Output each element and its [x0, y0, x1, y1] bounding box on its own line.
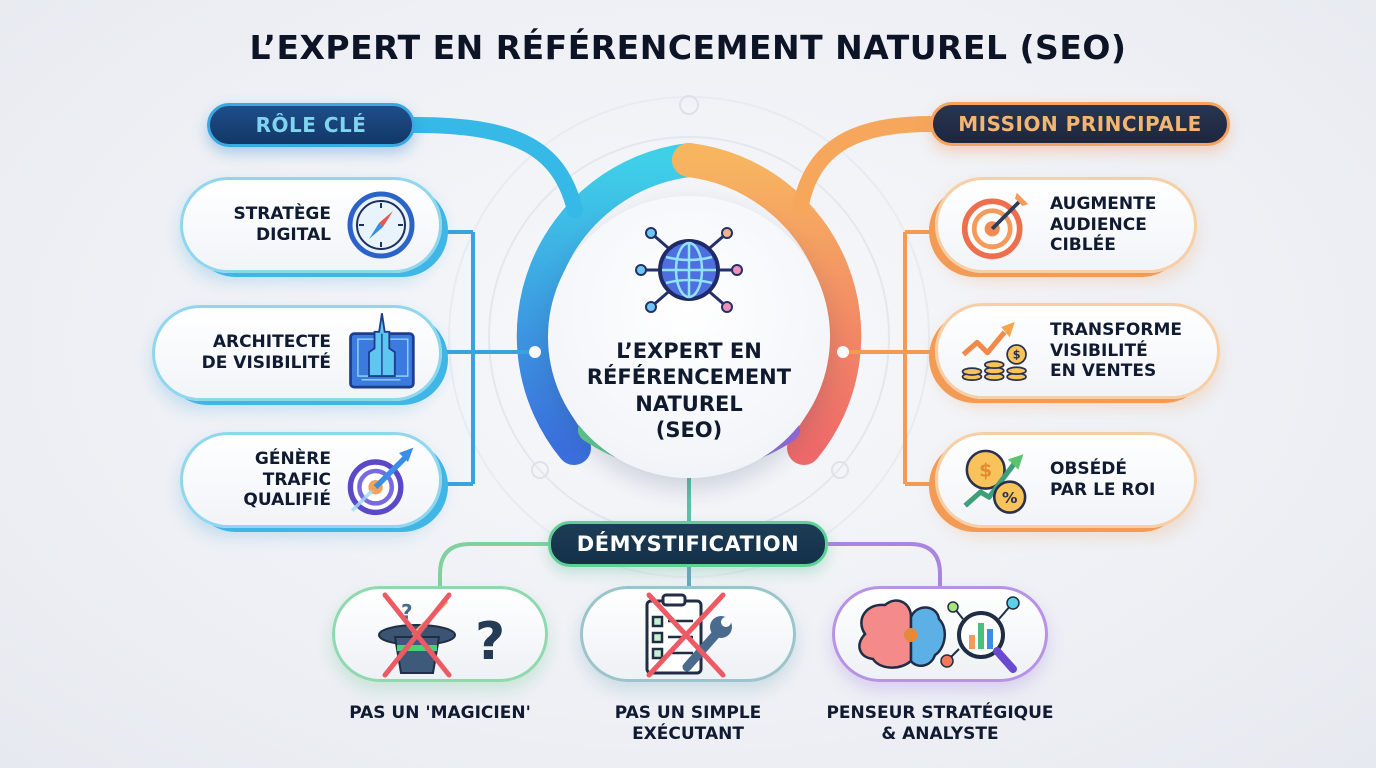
bullseye-dart-icon [960, 189, 1032, 261]
crossed-checklist-wrench-icon [645, 592, 732, 678]
card-line: DIGITAL [256, 225, 331, 245]
crossed-magic-hat-icon: ? ? [378, 592, 505, 678]
card-label: AUGMENTE AUDIENCE CIBLÉE [1050, 194, 1156, 256]
demyst-card-executor [580, 586, 796, 682]
demyst-card-magician: ? ? [332, 586, 548, 682]
mission-header: MISSION PRINCIPALE [930, 102, 1230, 146]
card-line: ARCHITECTE [212, 332, 331, 353]
card-label: ARCHITECTE DE VISIBILITÉ [202, 332, 331, 373]
brain-magnifier-chart-icon [858, 596, 1020, 673]
svg-text:?: ? [475, 612, 505, 672]
demyst-label-executor: PAS UN SIMPLE EXÉCUTANT [570, 703, 806, 746]
mission-card-audience: AUGMENTE AUDIENCE CIBLÉE [935, 177, 1197, 273]
center-line: (SEO) [655, 417, 723, 442]
role-card-architect: ARCHITECTE DE VISIBILITÉ [152, 305, 442, 401]
label-line: PENSEUR STRATÉGIQUE [826, 703, 1054, 723]
card-line: VISIBILITÉ [1050, 340, 1148, 361]
role-card-traffic: GÉNÈRE TRAFIC QUALIFIÉ [180, 432, 442, 528]
skyscraper-blueprint-icon [345, 313, 417, 389]
connector-dot [529, 346, 541, 358]
roi-dollar-percent-icon: $ % [960, 444, 1032, 516]
center-node: L’EXPERT EN RÉFÉRENCEMENT NATUREL (SEO) [548, 196, 830, 478]
center-line: L’EXPERT EN [616, 339, 762, 363]
role-card-strategist: STRATÈGE DIGITAL [180, 177, 442, 273]
connector-dot [837, 346, 849, 358]
mission-card-roi: $ % OBSÉDÉ PAR LE ROI [935, 432, 1197, 528]
page-title: L’EXPERT EN RÉFÉRENCEMENT NATUREL (SEO) [249, 28, 1127, 67]
compass-icon [345, 189, 417, 261]
card-label: GÉNÈRE TRAFIC QUALIFIÉ [243, 449, 331, 511]
demyst-label-analyst: PENSEUR STRATÉGIQUE & ANALYSTE [800, 703, 1080, 746]
center-line: RÉFÉRENCEMENT [586, 365, 792, 390]
card-line: AUGMENTE [1050, 193, 1157, 214]
card-line: AUDIENCE [1050, 214, 1147, 235]
demyst-label-magician: PAS UN 'MAGICIEN' [300, 703, 580, 724]
demyst-card-analyst [832, 586, 1048, 682]
card-line: EN VENTES [1050, 361, 1157, 382]
card-line: DE VISIBILITÉ [201, 353, 331, 373]
role-header: RÔLE CLÉ [207, 103, 415, 147]
card-line: GÉNÈRE [254, 448, 331, 469]
svg-text:$: $ [1013, 349, 1021, 362]
mission-card-sales: $ TRANSFORME VISIBILITÉ EN VENTES [935, 303, 1220, 399]
growth-coins-icon: $ [960, 315, 1032, 387]
svg-text:%: % [1002, 489, 1017, 507]
demystification-header: DÉMYSTIFICATION [548, 521, 828, 567]
card-line: TRANSFORME [1050, 319, 1182, 340]
card-line: OBSÉDÉ [1050, 459, 1127, 480]
svg-text:$: $ [979, 461, 992, 482]
target-arrow-icon [345, 444, 417, 516]
label-line: PAS UN 'MAGICIEN' [349, 703, 531, 723]
center-line: NATUREL [635, 391, 743, 416]
card-label: STRATÈGE DIGITAL [233, 204, 331, 245]
label-line: EXÉCUTANT [632, 724, 744, 745]
card-line: STRATÈGE [233, 204, 331, 225]
center-label: L’EXPERT EN RÉFÉRENCEMENT NATUREL (SEO) [587, 338, 791, 443]
globe-network-icon [629, 210, 749, 330]
card-label: OBSÉDÉ PAR LE ROI [1050, 459, 1155, 500]
card-line: TRAFIC [262, 469, 331, 490]
card-label: TRANSFORME VISIBILITÉ EN VENTES [1050, 320, 1182, 382]
card-line: CIBLÉE [1050, 235, 1116, 256]
card-line: QUALIFIÉ [243, 490, 331, 511]
svg-text:?: ? [401, 600, 413, 624]
card-line: PAR LE ROI [1050, 480, 1156, 500]
label-line: PAS UN SIMPLE [614, 703, 762, 723]
label-line: & ANALYSTE [881, 724, 999, 745]
